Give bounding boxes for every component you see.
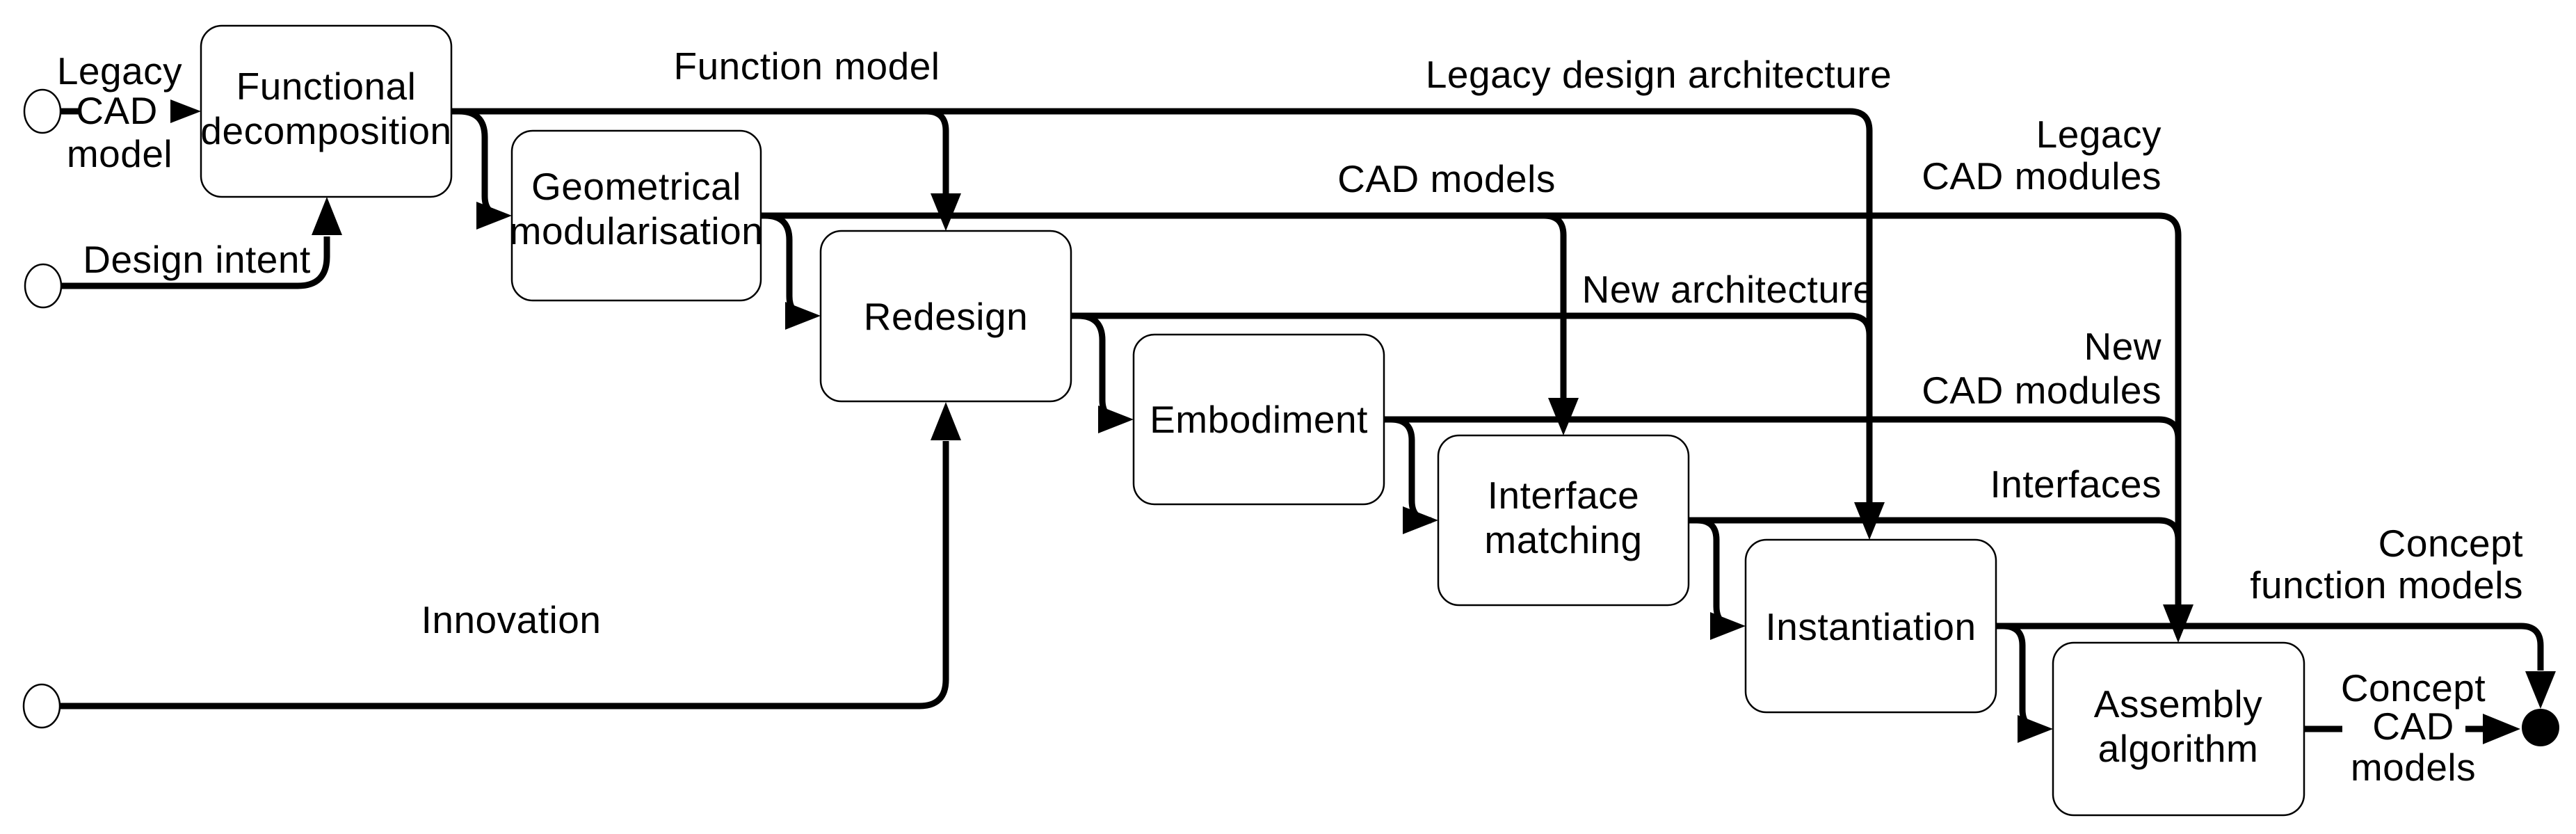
connector-cad-models-drop xyxy=(1543,212,1567,401)
connector-gm-to-rd xyxy=(764,212,810,319)
node-group xyxy=(22,88,2559,746)
input-label-legacy-cad-model: Legacy xyxy=(57,49,182,93)
box-group xyxy=(200,24,2305,817)
arrowhead-into-redesign xyxy=(785,302,821,330)
arrowhead-into-end-node-left xyxy=(2483,714,2520,744)
flow-label-new-cad-modules: New xyxy=(2084,325,2162,368)
box-label: Functional xyxy=(236,65,417,108)
flow-label-legacy-cad-modules: CAD modules xyxy=(1922,154,2162,198)
arrowhead-into-instantiation-top xyxy=(1854,502,1885,540)
arrowhead-into-interface-matching xyxy=(1403,506,1438,534)
connector-interfaces xyxy=(1689,517,2182,540)
box-label: Geometrical xyxy=(531,165,741,208)
box-label-group: Functional decomposition Geometrical mod… xyxy=(200,65,2262,770)
end-node xyxy=(2522,709,2559,746)
arrowhead-into-instantiation-left xyxy=(1710,612,1746,640)
connector-new-architecture xyxy=(1071,312,1873,336)
box-label: Embodiment xyxy=(1150,398,1368,441)
box-label: matching xyxy=(1484,518,1642,561)
connector-concept-function-models xyxy=(1996,623,2544,671)
flow-label-function-model: Function model xyxy=(673,45,940,88)
box-label: Instantiation xyxy=(1765,605,1976,648)
arrowhead-into-assembly-top xyxy=(2163,604,2193,643)
arrowhead-function-model-down xyxy=(931,193,961,231)
connector-function-model-legacy-architecture xyxy=(451,108,1873,506)
connector-in-to-aa xyxy=(2002,623,2043,732)
start-node-design-intent xyxy=(24,263,63,309)
box-label: Assembly xyxy=(2094,682,2262,725)
flow-label-concept-cad-models: models xyxy=(2351,746,2476,789)
start-node-innovation xyxy=(22,683,61,729)
input-label-design-intent: Design intent xyxy=(83,238,311,281)
arrowhead-into-geometrical-modularisation xyxy=(476,202,512,230)
input-label-group: Legacy CAD model Design intent Innovatio… xyxy=(57,49,602,641)
flow-label-concept-cad-models: CAD xyxy=(2372,705,2454,748)
box-label: algorithm xyxy=(2098,727,2259,770)
arrowhead-group xyxy=(170,99,2556,744)
connector-cad-models-legacy-modules xyxy=(761,212,2182,607)
flow-label-legacy-design-architecture: Legacy design architecture xyxy=(1426,53,1892,96)
start-node-legacy-cad-model xyxy=(23,88,62,134)
box-label: Interface xyxy=(1488,474,1640,517)
flow-label-new-architecture: New architecture xyxy=(1582,268,1875,311)
arrowhead-design-intent-up xyxy=(312,197,342,235)
flow-label-new-cad-modules: CAD modules xyxy=(1922,369,2162,412)
flow-label-legacy-cad-modules: Legacy xyxy=(2036,113,2162,156)
flow-label-concept-cad-models: Concept xyxy=(2341,666,2486,709)
connector-rd-to-em xyxy=(1077,312,1122,423)
connector-em-to-im xyxy=(1390,416,1432,524)
arrowhead-cad-models-down xyxy=(1548,398,1579,435)
connector-fd-to-gm xyxy=(458,108,505,219)
box-label: modularisation xyxy=(510,209,764,252)
input-label-legacy-cad-model: CAD xyxy=(76,89,158,132)
flow-label-concept-function-models: Concept xyxy=(2378,522,2523,565)
arrowhead-into-end-node-top xyxy=(2525,671,2556,709)
connector-group xyxy=(60,108,2544,732)
box-label: Redesign xyxy=(864,295,1028,338)
connector-new-cad-modules xyxy=(1384,416,2182,440)
arrowhead-into-functional-decomposition xyxy=(170,99,201,123)
flow-label-concept-function-models: function models xyxy=(2250,563,2523,607)
arrowhead-into-embodiment xyxy=(1098,406,1134,433)
input-label-legacy-cad-model: model xyxy=(67,132,172,175)
flow-label-group: Function model Legacy design architectur… xyxy=(673,45,2523,789)
connector-innovation xyxy=(60,441,949,709)
connector-design-intent xyxy=(61,236,330,289)
flow-label-interfaces: Interfaces xyxy=(1990,463,2162,506)
arrowhead-innovation-up xyxy=(931,402,961,440)
arrowhead-into-assembly-left xyxy=(2018,715,2053,743)
connector-im-to-in xyxy=(1696,517,1737,629)
input-label-innovation: Innovation xyxy=(421,598,602,641)
flow-label-cad-models: CAD models xyxy=(1337,157,1556,200)
connector-function-model-drop xyxy=(926,108,949,195)
box-label: decomposition xyxy=(200,109,451,152)
